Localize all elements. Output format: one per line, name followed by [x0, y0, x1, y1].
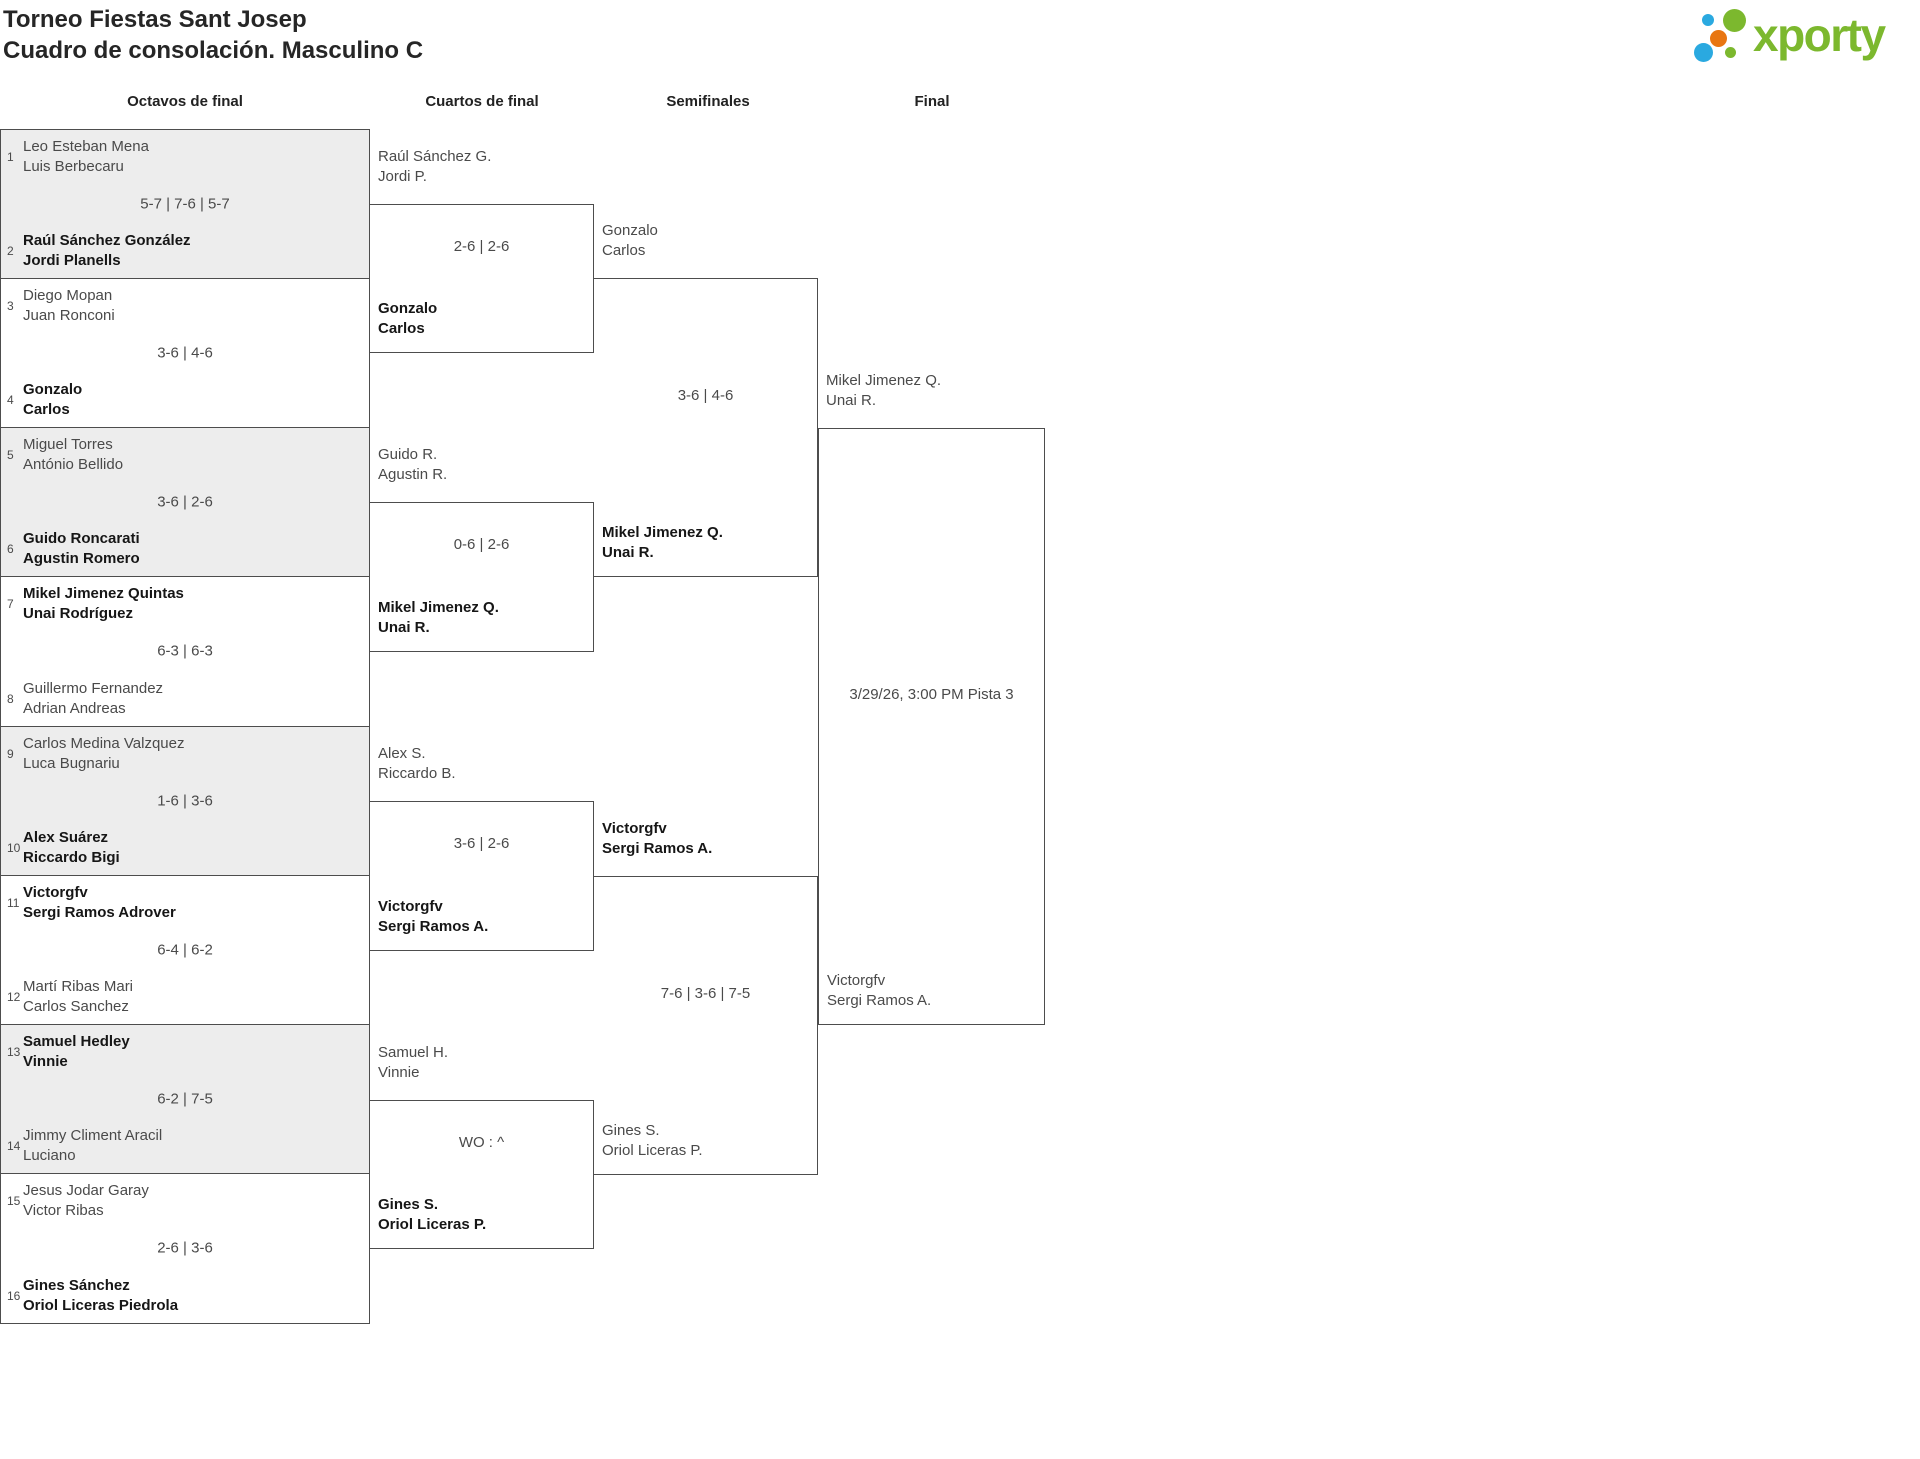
seed-number: 16 — [7, 1289, 21, 1303]
logo-dot-icon — [1694, 43, 1713, 62]
cuartos-match-3-top-team: Alex S.Riccardo B. — [378, 745, 456, 782]
seed-number: 9 — [7, 746, 14, 761]
seed-number: 13 — [7, 1044, 21, 1059]
round-header-cuartos: Cuartos de final — [425, 93, 539, 110]
tournament-name: Torneo Fiestas Sant Josep — [3, 6, 307, 33]
cuartos-match-1-top-team: Raúl Sánchez G.Jordi P. — [378, 148, 492, 185]
match-score: WO : ^ — [458, 1133, 505, 1151]
seed-number: 6 — [7, 542, 14, 557]
semifinal-1: 3-6 | 4-6 Mikel Jimenez Q.Unai R. — [594, 278, 818, 577]
round-header-octavos: Octavos de final — [127, 93, 243, 110]
seed-number: 2 — [7, 244, 14, 259]
cuartos-match-2-top-team: Guido R.Agustin R. — [378, 446, 448, 483]
xporty-logo[interactable] — [1690, 2, 1918, 68]
seed-number: 5 — [7, 448, 14, 463]
match-score: 6-3 | 6-3 — [157, 642, 213, 660]
seed-number: 8 — [7, 691, 14, 706]
seed-number: 14 — [7, 1138, 21, 1153]
seed-number: 1 — [7, 150, 14, 164]
seed-number: 10 — [7, 840, 21, 855]
seed-number: 12 — [7, 989, 21, 1004]
match-score: 0-6 | 2-6 — [453, 536, 510, 553]
semifinal-1-bottom-team: Mikel Jimenez Q.Unai R. — [602, 524, 723, 561]
seed-number: 4 — [7, 393, 14, 408]
cuartos-match-4-top-team: Samuel H.Vinnie — [378, 1044, 449, 1081]
semifinal-2: 7-6 | 3-6 | 7-5 Gines S.Oriol Liceras P. — [594, 876, 818, 1175]
cuartos-match-4-bottom-team: Gines S.Oriol Liceras P. — [378, 1196, 487, 1233]
cuartos-match-2-bottom-team: Mikel Jimenez Q.Unai R. — [378, 599, 499, 636]
cuartos-match-2: 0-6 | 2-6 Mikel Jimenez Q.Unai R. — [370, 502, 594, 652]
match-score: 2-6 | 2-6 — [453, 237, 510, 255]
logo-dot-icon — [1723, 9, 1746, 32]
match-score: 3-6 | 2-6 — [157, 493, 213, 511]
logo-wordmark: xporty — [1753, 9, 1886, 61]
seed-number: 15 — [7, 1193, 21, 1208]
seed-number: 7 — [7, 597, 14, 612]
logo-dot-icon — [1725, 47, 1736, 58]
match-score: 5-7 | 7-6 | 5-7 — [140, 195, 230, 213]
bracket-subtitle: Cuadro de consolación. Masculino C — [3, 37, 424, 64]
match-score: 3-6 | 4-6 — [157, 344, 213, 362]
page-title: Torneo Fiestas Sant Josep Cuadro de cons… — [3, 4, 423, 66]
round-header-final: Final — [914, 93, 950, 110]
cuartos-match-4: WO : ^ Gines S.Oriol Liceras P. — [370, 1100, 594, 1249]
match-score: 3-6 | 4-6 — [677, 386, 734, 404]
seed-number: 11 — [7, 895, 20, 910]
match-score: 1-6 | 3-6 — [157, 792, 213, 810]
logo-dot-icon — [1710, 30, 1727, 47]
semifinal-2-bottom-team: Gines S.Oriol Liceras P. — [602, 1122, 703, 1159]
match-score: 7-6 | 3-6 | 7-5 — [660, 984, 751, 1002]
final-schedule: 3/29/26, 3:00 PM Pista 3 — [849, 685, 1014, 703]
match-score: 6-2 | 7-5 — [157, 1090, 213, 1108]
final-top-team: Mikel Jimenez Q.Unai R. — [826, 372, 942, 409]
match-score: 2-6 | 3-6 — [157, 1239, 213, 1257]
seed-number: 3 — [7, 299, 14, 314]
match-score: 6-4 | 6-2 — [157, 941, 213, 959]
logo-dot-icon — [1702, 14, 1714, 26]
match-score: 3-6 | 2-6 — [453, 835, 510, 852]
round-header-semifinales: Semifinales — [666, 93, 750, 110]
